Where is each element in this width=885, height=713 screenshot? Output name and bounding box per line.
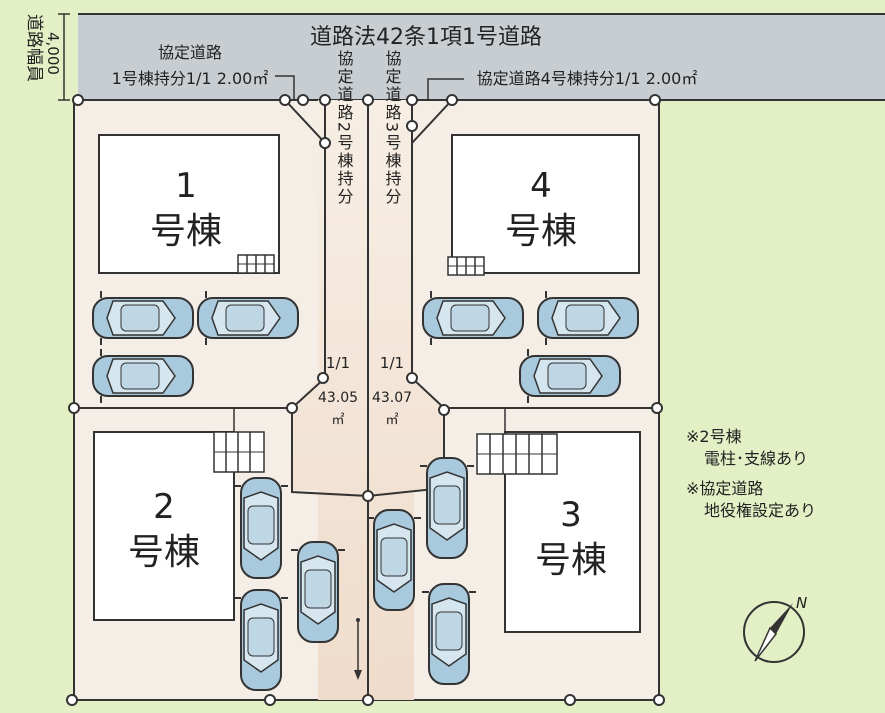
lot-line-4 <box>411 100 659 409</box>
shared-road-2-ratio: 1/1 <box>326 354 350 372</box>
road-name: 道路法42条1項1号道路 <box>310 25 542 50</box>
note-1-title: ※2号棟 <box>686 427 742 446</box>
boundary-markers <box>66 94 665 706</box>
road-width-value: 4,000 <box>44 32 62 75</box>
building-4-label: 号棟 <box>505 211 577 252</box>
shared-road-3-area: 43.07 <box>372 390 412 406</box>
shared-road-1-share: 1号棟持分1/1 2.00㎡ <box>112 69 269 88</box>
car-lot3-a <box>419 457 475 559</box>
entrance-steps-2 <box>213 431 265 473</box>
building-3-label: 号棟 <box>535 540 607 581</box>
building-1 <box>98 134 280 274</box>
building-2-number: 2 <box>153 487 175 527</box>
shared-road-4-share: 協定道路4号棟持分1/1 2.00㎡ <box>477 69 698 88</box>
road-width-label: 道路幅員 4,000 <box>24 14 62 82</box>
car-lot4-c <box>519 348 621 404</box>
shared-road-3-ratio: 1/1 <box>380 354 404 372</box>
public-road <box>78 14 885 100</box>
note-2-detail: 地役権設定あり <box>704 501 816 520</box>
pole-arrow <box>354 618 362 680</box>
building-4-number: 4 <box>530 166 552 206</box>
entrance-steps-4 <box>447 256 485 276</box>
shared-road-2-unit: ㎡ <box>331 413 344 428</box>
entrance-steps-3 <box>476 433 558 475</box>
building-2-label: 号棟 <box>128 532 200 573</box>
entrance-steps-1 <box>237 254 275 274</box>
note-2-title: ※協定道路 <box>686 479 763 498</box>
shared-road-2-area: 43.05 <box>318 390 358 406</box>
lot-line-1 <box>74 100 326 409</box>
car-lot2-b <box>233 589 289 691</box>
note-1-detail: 電柱･支線あり <box>704 449 808 468</box>
shared-road-3-vertical: 協定道路3号棟持分 <box>383 50 402 206</box>
compass-north-label: N <box>796 594 807 612</box>
car-lot4-b <box>537 290 639 346</box>
car-lot1-a <box>92 290 194 346</box>
car-lot2-a <box>233 477 289 579</box>
car-lot4-a <box>422 290 524 346</box>
building-1-number: 1 <box>175 166 197 206</box>
car-lot3-c <box>421 583 477 685</box>
car-lot1-c <box>92 348 194 404</box>
lot-line-2 <box>291 408 369 700</box>
car-lot2-c <box>290 541 346 643</box>
building-2 <box>93 431 235 621</box>
lot-line-3 <box>367 100 445 498</box>
building-1-label: 号棟 <box>150 211 222 252</box>
shared-road-3-unit: ㎡ <box>385 413 398 428</box>
shared-road-1-title: 協定道路 <box>158 43 222 62</box>
building-4 <box>451 134 640 274</box>
north-compass <box>743 601 805 663</box>
car-lot1-b <box>197 290 299 346</box>
car-lot3-b <box>366 509 422 611</box>
road-width-title: 道路幅員 <box>24 14 44 82</box>
building-3-number: 3 <box>560 495 582 535</box>
shared-road-2-vertical: 協定道路2号棟持分 <box>335 50 354 206</box>
